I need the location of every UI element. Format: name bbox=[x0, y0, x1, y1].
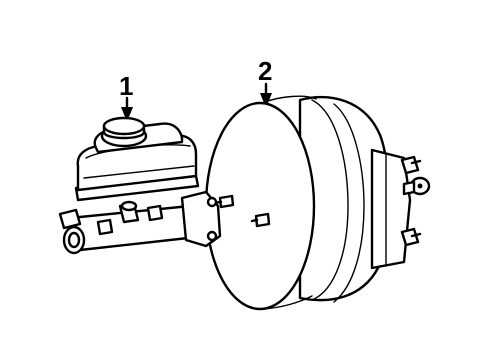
front-port bbox=[58, 208, 82, 230]
callout-1-arrowhead bbox=[121, 107, 133, 122]
callout-2: 2 bbox=[258, 56, 272, 108]
brake-booster bbox=[204, 95, 431, 311]
stud-lower-shaft bbox=[410, 232, 422, 238]
reservoir-seam bbox=[83, 165, 195, 179]
stud-lower bbox=[400, 227, 420, 247]
filler-cap-top bbox=[102, 116, 146, 136]
outlet-port-1 bbox=[96, 218, 114, 236]
booster-ridge-1 bbox=[311, 99, 349, 301]
flange-bolt-upper bbox=[206, 196, 218, 208]
booster-mounting-studs bbox=[400, 155, 431, 247]
booster-front-rim bbox=[261, 95, 317, 104]
callout-1-label: 1 bbox=[119, 71, 133, 101]
face-stud-lower-shaft bbox=[250, 218, 259, 223]
flange-bolt-lower bbox=[206, 230, 218, 242]
face-stud-upper bbox=[218, 194, 235, 209]
outlet-port-3 bbox=[146, 204, 164, 222]
face-stud-lower bbox=[254, 212, 271, 228]
callout-1: 1 bbox=[119, 71, 133, 122]
cylinder-end-cap-inner bbox=[67, 231, 81, 249]
stud-upper-shaft bbox=[410, 159, 422, 165]
pushrod bbox=[402, 180, 416, 196]
booster-rim-lower bbox=[261, 295, 313, 310]
master-cylinder bbox=[58, 116, 222, 255]
clevis-hole bbox=[417, 183, 423, 189]
callout-2-label: 2 bbox=[258, 56, 272, 86]
outlet-port-2-cap bbox=[120, 200, 138, 212]
stud-upper bbox=[400, 155, 420, 175]
booster-ridge-2 bbox=[333, 103, 365, 303]
callout-2-arrowhead bbox=[260, 93, 272, 108]
